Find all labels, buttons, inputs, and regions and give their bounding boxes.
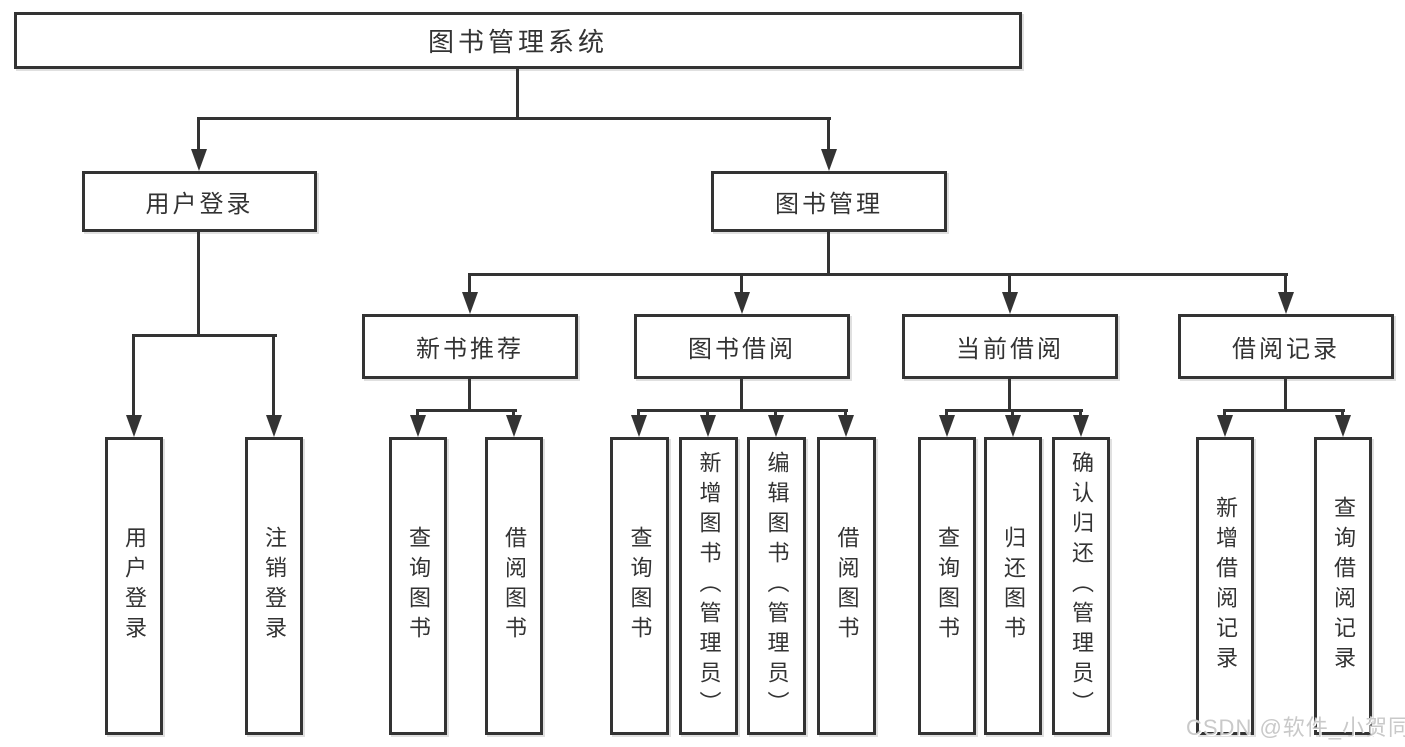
arrow-down-icon — [1217, 415, 1233, 437]
arrow-down-icon — [506, 415, 522, 437]
leaf-add-borrow-record-label: 新增借阅记录 — [1213, 496, 1238, 676]
arrow-down-icon — [631, 415, 647, 437]
node-user-login: 用户登录 — [82, 171, 317, 232]
leaf-edit-books-admin: 编辑图书（管理员） — [747, 437, 806, 735]
node-current-borrowing: 当前借阅 — [902, 314, 1118, 379]
node-book-borrowing: 图书借阅 — [634, 314, 850, 379]
connector-management-stem — [827, 232, 830, 276]
connector-level2-hline — [468, 273, 1288, 276]
connector-login-drop — [197, 120, 200, 150]
connector-section-drop — [468, 276, 471, 293]
arrow-down-icon — [821, 149, 837, 171]
arrow-down-icon — [266, 415, 282, 437]
leaf-user-login-label: 用户登录 — [122, 526, 147, 646]
leaf-return-books-label: 归还图书 — [1001, 526, 1026, 646]
arrow-down-icon — [462, 292, 478, 314]
arrow-down-icon — [700, 415, 716, 437]
arrow-down-icon — [410, 415, 426, 437]
leaf-add-books-admin-label: 新增图书（管理员） — [696, 451, 722, 721]
leaf-confirm-return-admin-label: 确认归还（管理员） — [1069, 451, 1094, 721]
connector-section-drop — [1284, 276, 1287, 293]
leaf-query-books-current: 查询图书 — [918, 437, 976, 735]
connector-section-stem — [1284, 379, 1287, 412]
leaf-edit-books-admin-label: 编辑图书（管理员） — [764, 451, 790, 721]
connector-section-drop — [1008, 276, 1011, 293]
leaf-query-books-borrowing: 查询图书 — [610, 437, 669, 735]
leaf-add-borrow-record: 新增借阅记录 — [1196, 437, 1254, 735]
arrow-down-icon — [838, 415, 854, 437]
node-library-management-system: 图书管理系统 — [14, 12, 1022, 69]
arrow-down-icon — [1278, 292, 1294, 314]
arrow-down-icon — [734, 292, 750, 314]
leaf-borrow-books-borrowing: 借阅图书 — [817, 437, 876, 735]
connector-section-hline — [637, 409, 848, 412]
connector-level1-hline — [197, 117, 831, 120]
arrow-down-icon — [768, 415, 784, 437]
connector-login-stem — [197, 232, 200, 337]
leaf-query-books-recommend-label: 查询图书 — [406, 526, 431, 646]
leaf-borrow-books-recommend: 借阅图书 — [485, 437, 543, 735]
leaf-borrow-books-recommend-label: 借阅图书 — [502, 526, 527, 646]
leaf-query-borrow-record-label: 查询借阅记录 — [1331, 496, 1356, 676]
connector-section-stem — [1008, 379, 1011, 412]
connector-section-stem — [468, 379, 471, 412]
leaf-user-login: 用户登录 — [105, 437, 163, 735]
arrow-down-icon — [1335, 415, 1351, 437]
connector-leaf-drop — [272, 337, 275, 416]
watermark: CSDN @软件_小贺同学 — [1186, 715, 1405, 740]
connector-section-hline — [1223, 409, 1345, 412]
connector-section-hline — [945, 409, 1083, 412]
arrow-down-icon — [939, 415, 955, 437]
connector-management-drop — [827, 120, 830, 150]
leaf-add-books-admin: 新增图书（管理员） — [679, 437, 738, 735]
connector-leaf-drop — [132, 337, 135, 416]
arrow-down-icon — [1005, 415, 1021, 437]
leaf-logout: 注销登录 — [245, 437, 303, 735]
node-book-management: 图书管理 — [711, 171, 947, 232]
arrow-down-icon — [191, 149, 207, 171]
leaf-return-books: 归还图书 — [984, 437, 1042, 735]
leaf-query-books-current-label: 查询图书 — [935, 526, 960, 646]
leaf-logout-label: 注销登录 — [262, 526, 287, 646]
leaf-confirm-return-admin: 确认归还（管理员） — [1052, 437, 1110, 735]
leaf-query-borrow-record: 查询借阅记录 — [1314, 437, 1372, 735]
connector-section-stem — [740, 379, 743, 412]
connector-login-hline — [132, 334, 277, 337]
leaf-query-books-borrowing-label: 查询图书 — [627, 526, 653, 646]
arrow-down-icon — [1073, 415, 1089, 437]
node-new-book-recommendation: 新书推荐 — [362, 314, 578, 379]
connector-section-hline — [416, 409, 517, 412]
connector-section-drop — [740, 276, 743, 293]
node-borrowing-records: 借阅记录 — [1178, 314, 1394, 379]
leaf-borrow-books-borrowing-label: 借阅图书 — [834, 526, 860, 646]
leaf-query-books-recommend: 查询图书 — [389, 437, 447, 735]
arrow-down-icon — [1002, 292, 1018, 314]
connector-root-stem — [516, 69, 519, 118]
arrow-down-icon — [126, 415, 142, 437]
